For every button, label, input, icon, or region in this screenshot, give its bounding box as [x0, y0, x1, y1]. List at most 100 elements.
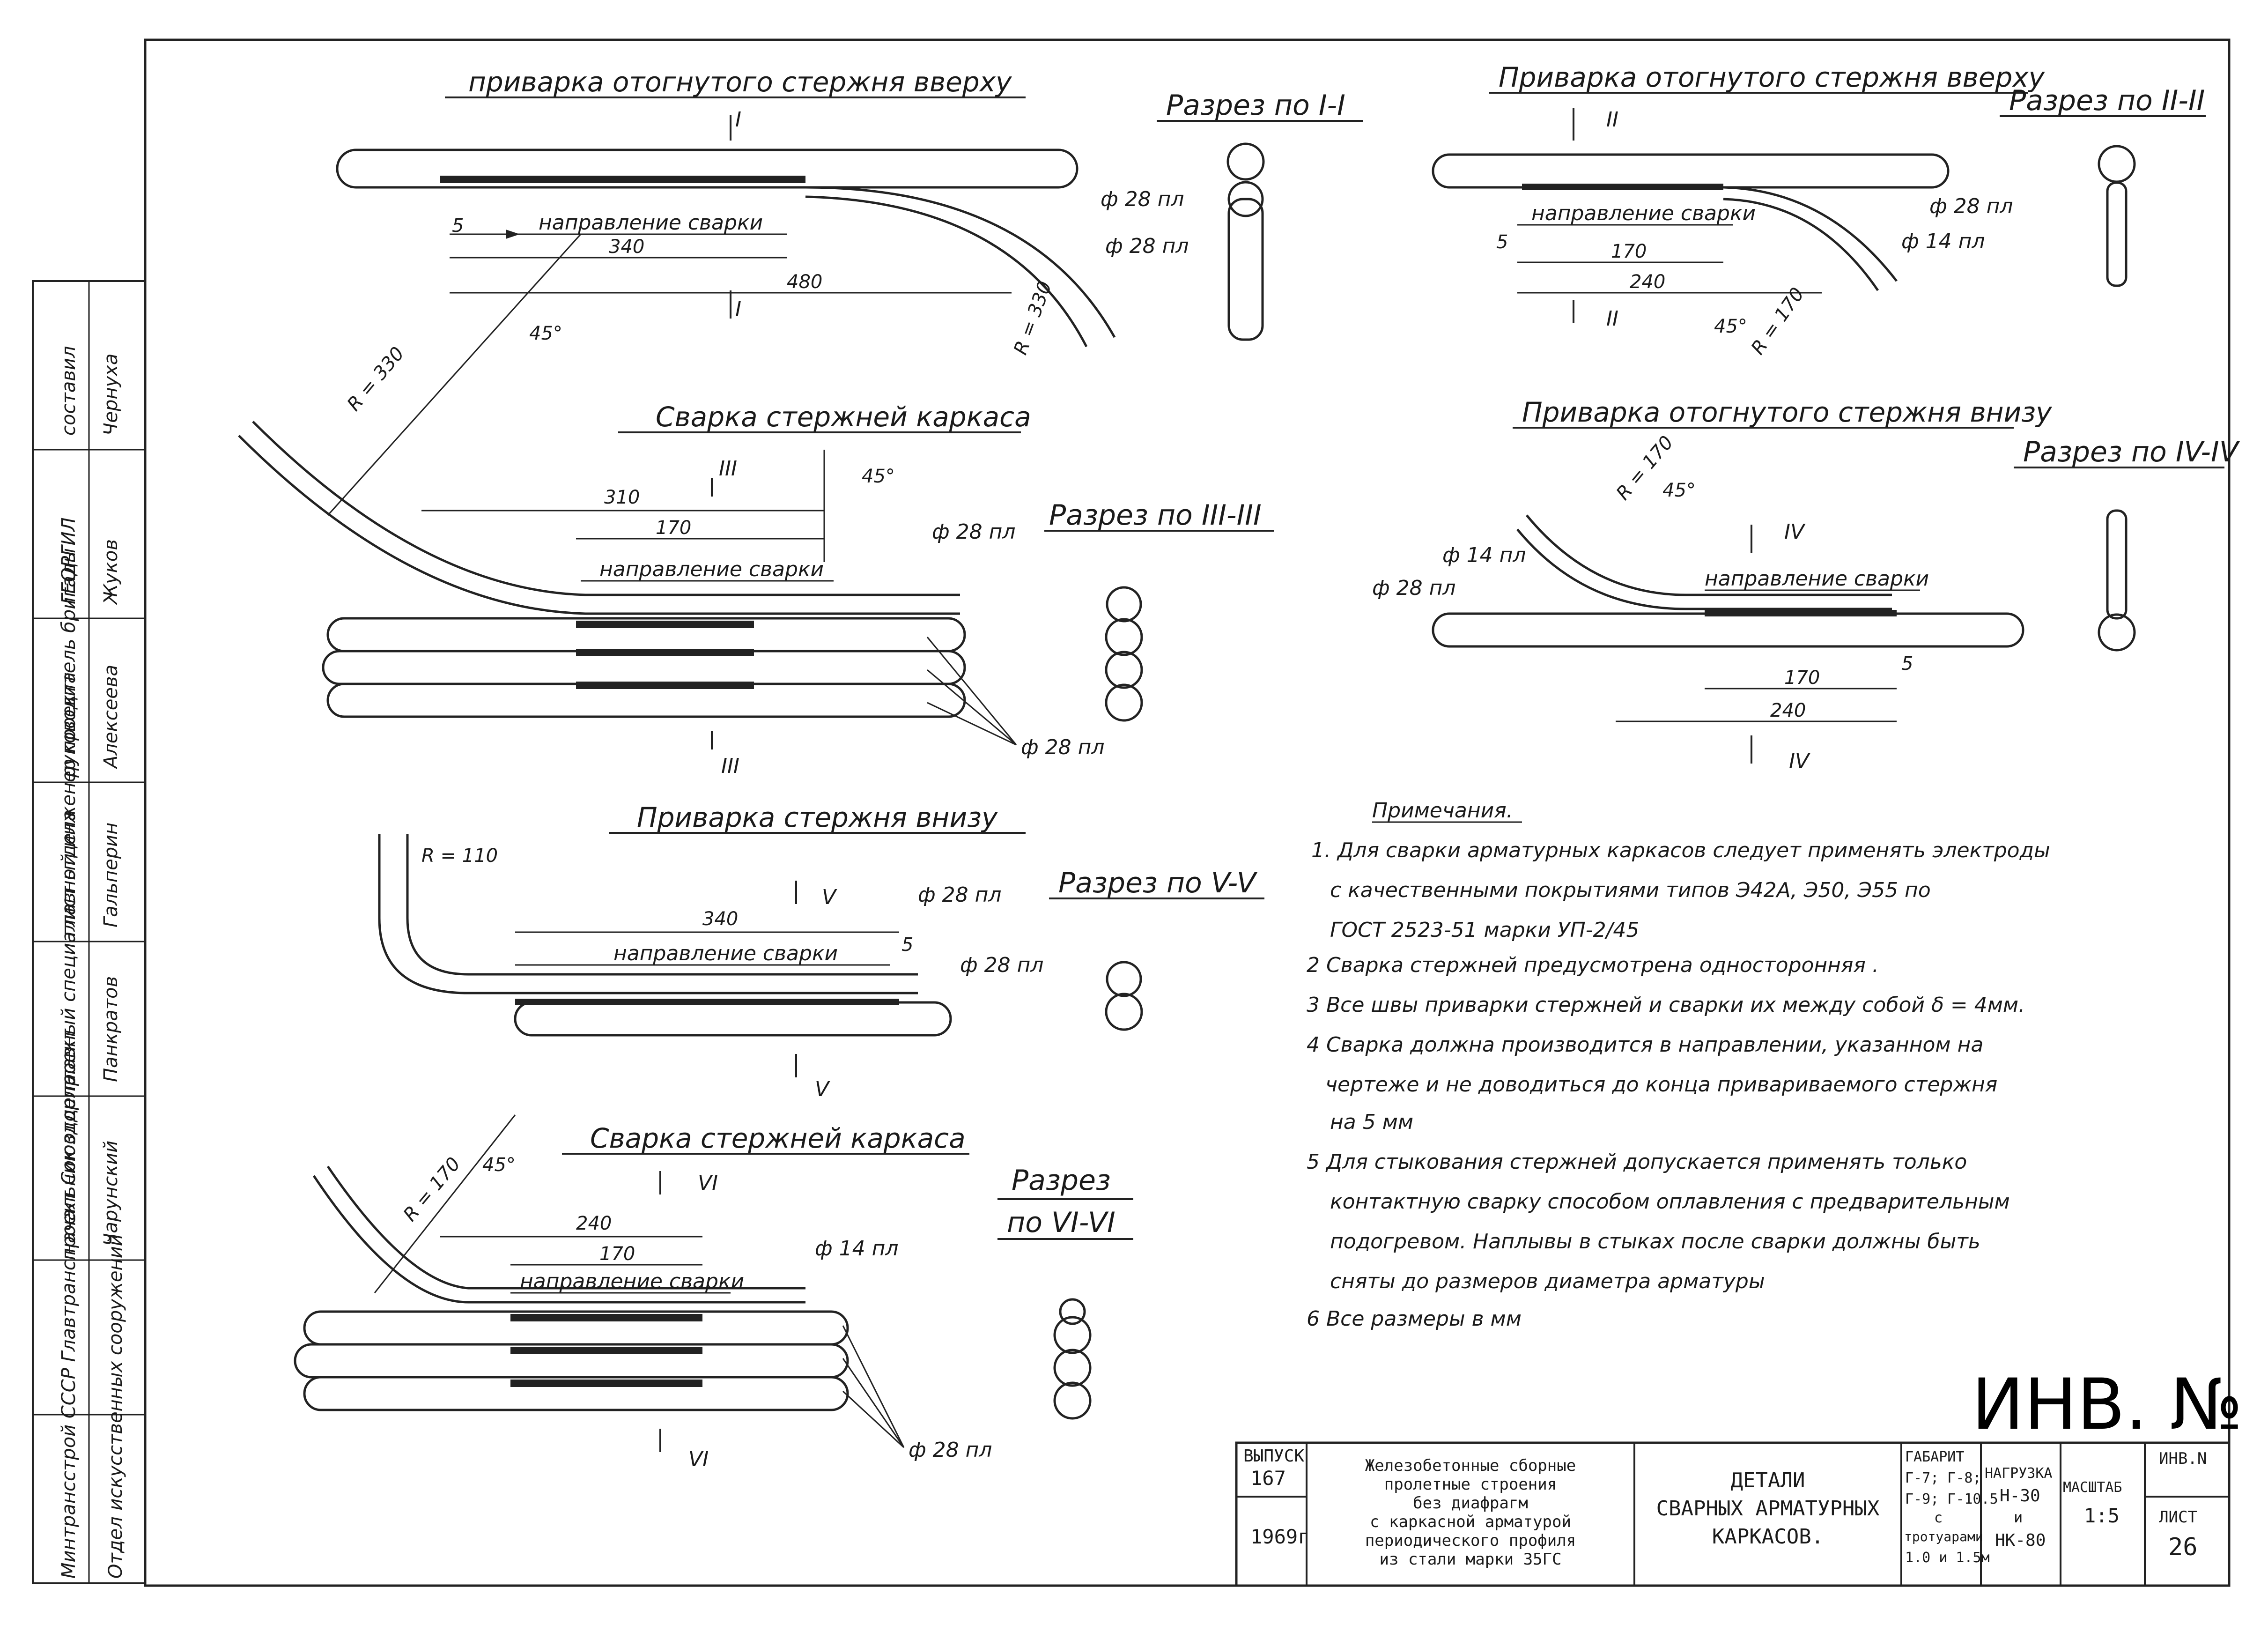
- svg-text:с качественными покрытиями тип: с качественными покрытиями типов Э42А, Э…: [1330, 878, 1931, 902]
- diameter-label-1b: ф 28 пл: [1105, 234, 1189, 258]
- svg-text:ф 28 пл: ф 28 пл: [1372, 576, 1455, 600]
- svg-text:III: III: [719, 457, 737, 481]
- svg-text:периодического профиля: периодического профиля: [1365, 1531, 1576, 1550]
- svg-text:1. Для сварки арматурных карка: 1. Для сварки арматурных каркасов следуе…: [1311, 838, 2050, 862]
- radius-label-3: R = 110: [421, 845, 498, 867]
- svg-text:из стали марки 35ГС: из стали марки 35ГС: [1380, 1550, 1562, 1569]
- svg-text:5: 5: [1496, 231, 1508, 253]
- svg-text:26: 26: [2168, 1533, 2198, 1561]
- detail-bent-bar-weld-upper-2: Приварка отогнутого стержня вверху II II…: [1432, 61, 2045, 359]
- detail-6-title: Приварка отогнутого стержня внизу: [1522, 396, 2052, 428]
- svg-text:VI: VI: [688, 1447, 709, 1471]
- svg-text:Разрез по II-II: Разрез по II-II: [2009, 84, 2205, 117]
- angle-label-2: 45°: [862, 466, 895, 487]
- svg-text:Чарунский: Чарунский: [100, 1141, 122, 1246]
- svg-text:5: 5: [452, 215, 464, 237]
- svg-text:VI: VI: [698, 1171, 718, 1195]
- svg-text:ф 28 пл: ф 28 пл: [909, 1438, 992, 1462]
- svg-text:ВЫПУСК: ВЫПУСК: [1243, 1447, 1304, 1466]
- svg-text:Алексеева: Алексеева: [100, 665, 122, 770]
- svg-text:IV: IV: [1784, 520, 1806, 544]
- svg-text:с каркасной арматурой: с каркасной арматурой: [1370, 1513, 1571, 1531]
- svg-text:и: и: [2014, 1508, 2023, 1526]
- svg-text:составил: составил: [58, 346, 80, 436]
- svg-text:3 Все швы приварки стержней и: 3 Все швы приварки стержней и сварки их …: [1307, 993, 2025, 1017]
- detail-5-title: Приварка отогнутого стержня вверху: [1499, 61, 2045, 93]
- svg-text:V: V: [822, 885, 837, 909]
- weld-direction-2: направление сварки: [599, 557, 824, 581]
- svg-text:СВАРНЫХ АРМАТУРНЫХ: СВАРНЫХ АРМАТУРНЫХ: [1656, 1497, 1880, 1521]
- section-mark-1-top: I: [735, 108, 741, 132]
- svg-text:170: 170: [1611, 241, 1647, 262]
- svg-text:подогревом. Наплывы в стыках п: подогревом. Наплывы в стыках после сварк…: [1330, 1230, 1980, 1254]
- svg-text:240: 240: [576, 1213, 612, 1234]
- svg-text:Разрез по IV-IV: Разрез по IV-IV: [2023, 436, 2240, 468]
- section-IV-IV: Разрез по IV-IV: [2014, 436, 2240, 652]
- svg-text:5 Для стыкования стержней допу: 5 Для стыкования стержней допускается пр…: [1307, 1150, 1967, 1174]
- notes-heading: Примечания.: [1372, 799, 1513, 823]
- svg-text:ГЕОРГИЛ: ГЕОРГИЛ: [58, 518, 80, 604]
- svg-text:II: II: [1606, 108, 1618, 132]
- main-bar: [336, 148, 1079, 189]
- detail-bent-bar-weld-lower: Приварка отогнутого стержня внизу R = 17…: [1372, 396, 2052, 773]
- svg-text:направление сварки: направление сварки: [613, 942, 838, 965]
- svg-text:направление сварки: направление сварки: [520, 1269, 744, 1293]
- notes: Примечания. 1. Для сварки арматурных кар…: [1307, 799, 2050, 1331]
- svg-text:45°: 45°: [1662, 480, 1696, 501]
- svg-text:45°: 45°: [482, 1154, 516, 1176]
- svg-text:без диафрагм: без диафрагм: [1413, 1494, 1528, 1513]
- detail-1-title: приварка отогнутого стержня вверху: [468, 66, 1012, 98]
- svg-text:контактную сварку способом опл: контактную сварку способом оплавления с …: [1330, 1190, 2010, 1214]
- radius-label-2: R = 330: [343, 343, 408, 415]
- svg-text:руководитель бригады: руководитель бригады: [58, 548, 80, 778]
- svg-text:с: с: [1934, 1510, 1943, 1526]
- weld-seam: [440, 176, 805, 183]
- svg-text:4 Сварка должна производится в: 4 Сварка должна производится в направлен…: [1307, 1033, 1983, 1057]
- svg-text:ГАБАРИТ: ГАБАРИТ: [1905, 1449, 1964, 1465]
- svg-text:R = 170: R = 170: [1747, 284, 1809, 359]
- svg-text:45°: 45°: [1714, 316, 1747, 337]
- svg-text:1969г: 1969г: [1250, 1525, 1309, 1548]
- detail-top-bent-bar-weld-upper: приварка отогнутого стержня вверху I I н…: [327, 66, 1189, 516]
- svg-text:направление сварки: направление сварки: [1705, 567, 1929, 591]
- svg-text:167: 167: [1250, 1467, 1286, 1490]
- svg-text:6 Все размеры в мм: 6 Все размеры в мм: [1307, 1307, 1522, 1331]
- detail-frame-bars-weld-2: Сварка стержней каркаса R = 170 45° 240 …: [294, 1114, 992, 1471]
- svg-text:Г-7; Г-8;: Г-7; Г-8;: [1905, 1470, 1981, 1486]
- angle-label-1: 45°: [529, 323, 562, 344]
- section-VI-VI: Разрез по VI-VI: [997, 1164, 1133, 1420]
- diameter-label-1a: ф 28 пл: [1101, 187, 1184, 211]
- svg-text:IV: IV: [1789, 749, 1810, 773]
- svg-text:ДЕТАЛИ: ДЕТАЛИ: [1731, 1469, 1805, 1492]
- svg-text:170: 170: [1784, 667, 1820, 689]
- svg-text:ф 14 пл: ф 14 пл: [1901, 230, 1985, 253]
- svg-text:ф 28 пл: ф 28 пл: [1929, 194, 2013, 218]
- svg-text:ГОСТ 2523-51 марки УП-2/45: ГОСТ 2523-51 марки УП-2/45: [1330, 918, 1639, 942]
- svg-text:Разрез: Разрез: [1012, 1164, 1111, 1197]
- svg-text:Г-9; Г-10.5: Г-9; Г-10.5: [1905, 1491, 1998, 1507]
- svg-text:Железобетонные сборные: Железобетонные сборные: [1365, 1456, 1576, 1475]
- svg-text:на 5 мм: на 5 мм: [1330, 1110, 1413, 1134]
- svg-text:R = 170: R = 170: [399, 1153, 465, 1226]
- svg-text:МАСШТАБ: МАСШТАБ: [2063, 1479, 2122, 1496]
- svg-text:Чернуха: Чернуха: [100, 354, 122, 436]
- sheet-border: [144, 38, 2231, 1587]
- svg-text:170: 170: [599, 1243, 635, 1265]
- section-II-II: Разрез по II-II: [2000, 84, 2206, 287]
- approval-stamp: составил Чернуха ГЕОРГИЛ Жуков руководит…: [32, 280, 146, 1584]
- svg-text:направление сварки: направление сварки: [1531, 201, 1756, 225]
- svg-text:ф 28 пл: ф 28 пл: [932, 520, 1015, 544]
- svg-text:ф 28 пл: ф 28 пл: [1021, 735, 1104, 759]
- radius-label-1: R = 330: [1010, 278, 1056, 357]
- section-1-title: Разрез по I-I: [1166, 89, 1345, 122]
- weld-direction-1: направление сварки: [539, 211, 763, 235]
- svg-text:пролетные строения: пролетные строения: [1384, 1475, 1557, 1494]
- svg-text:III: III: [721, 754, 739, 778]
- dim-310: 310: [604, 487, 640, 508]
- svg-text:чертеже и не доводиться до кон: чертеже и не доводиться до конца привари…: [1325, 1073, 1997, 1097]
- svg-text:5: 5: [1901, 653, 1913, 675]
- title-block: ВЫПУСК 167 1969г Железобетонные сборные …: [1235, 1441, 2231, 1587]
- section-V-V: Разрез по V-V: [1049, 867, 1264, 1031]
- svg-text:Разрез по III-III: Разрез по III-III: [1049, 499, 1262, 532]
